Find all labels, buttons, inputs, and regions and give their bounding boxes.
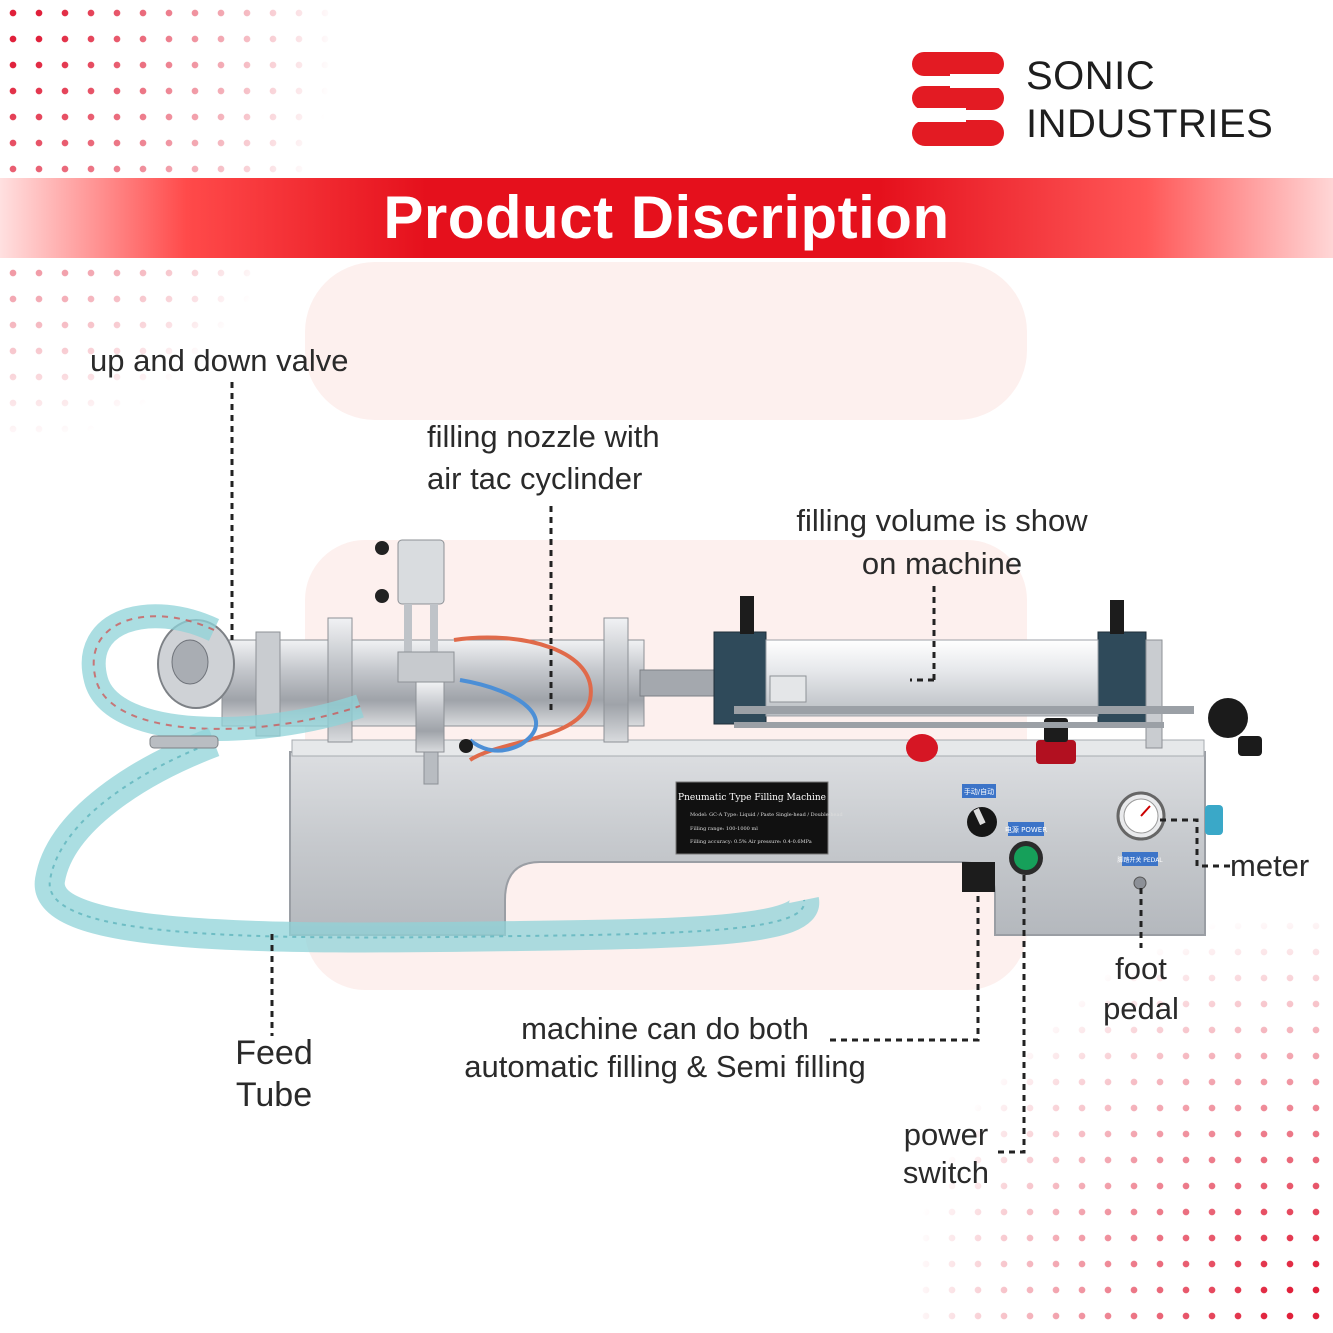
volume-adjust-handwheel[interactable]: [1208, 698, 1248, 738]
label-meter: meter: [1230, 848, 1310, 883]
label-power-switch-line1: power: [903, 1117, 989, 1152]
filling-nozzle-assembly: [375, 539, 593, 785]
air-inlet-fitting: [1205, 805, 1223, 835]
label-filling-mode-line2: automatic filling & Semi filling: [464, 1049, 866, 1084]
nameplate: Pneumatic Type Filling Machine Model: GC…: [675, 781, 843, 855]
label-filling-nozzle-line2: air tac cyclinder: [427, 461, 643, 496]
nameplate-row1: Model: GC-A Type: Liquid / Paste Single-…: [690, 812, 843, 818]
label-feed-tube-line2: Tube: [235, 1076, 313, 1114]
brand-name-line1: SONIC: [1026, 54, 1156, 98]
air-cylinder: [713, 596, 1262, 756]
label-power-switch-line2: switch: [902, 1155, 990, 1190]
power-tag: 电源 POWER: [1005, 825, 1047, 834]
label-filling-volume-line1: filling volume is show: [796, 503, 1088, 538]
feed-tube: [34, 604, 820, 953]
sonic-logo-icon: [912, 52, 1004, 146]
page-title: Product Discription: [383, 184, 950, 251]
volume-indicator-block: [769, 675, 807, 703]
nameplate-row2: Filling range: 100-1000 ml: [690, 826, 758, 832]
title-banner: Product Discription: [0, 178, 1333, 258]
label-filling-nozzle-line1: filling nozzle with: [427, 419, 660, 454]
label-feed-tube-line1: Feed: [235, 1034, 313, 1072]
brand-logo: SONIC INDUSTRIES: [910, 50, 1310, 150]
nameplate-title: Pneumatic Type Filling Machine: [678, 793, 826, 803]
pedal-tag: 脚踏开关 PEDAL: [1117, 856, 1163, 864]
mode-switch-tag: 手动/自动: [964, 787, 994, 796]
label-foot-pedal-line1: foot: [1115, 951, 1167, 986]
pressure-regulator[interactable]: [1036, 740, 1076, 764]
label-filling-mode-line1: machine can do both: [521, 1011, 809, 1046]
label-up-down-valve: up and down valve: [90, 343, 349, 378]
brand-name-line2: INDUSTRIES: [1026, 102, 1274, 146]
emergency-stop-button[interactable]: [906, 734, 938, 762]
nameplate-row3: Filling accuracy: 0.5% Air pressure: 0.4…: [690, 839, 812, 845]
background-panel-upper: [305, 262, 1027, 420]
label-filling-volume-line2: on machine: [861, 546, 1023, 581]
control-panel: 手动/自动 电源 POWER 脚踏开关 PEDAL: [906, 718, 1223, 890]
label-foot-pedal-line2: pedal: [1103, 991, 1179, 1026]
